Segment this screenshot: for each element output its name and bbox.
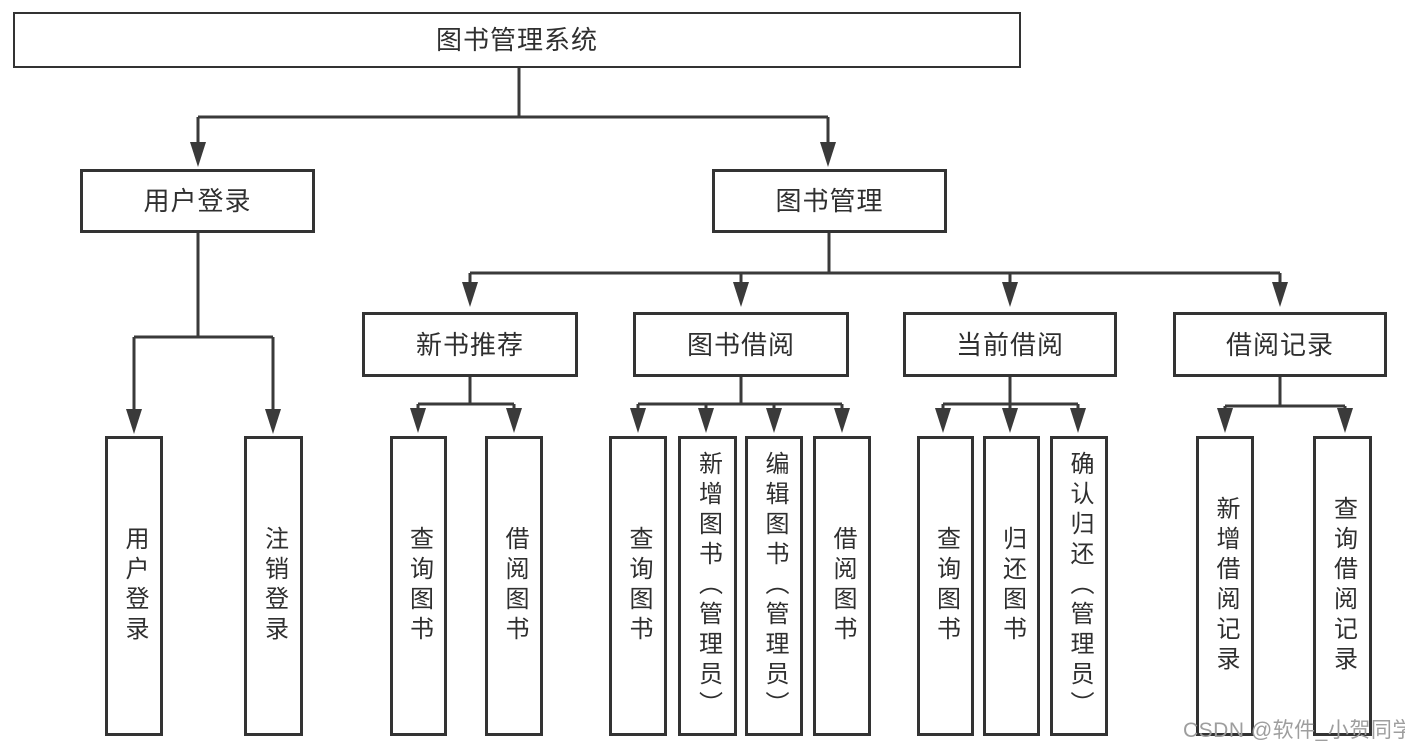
node-new-book-recommend: 新书推荐 [362, 312, 578, 377]
node-label-new-book-recommend: 新书推荐 [415, 329, 524, 360]
node-user-login-group: 用户登录 [80, 169, 315, 233]
leaf-borrow-book-2: 借阅图书 [813, 436, 871, 736]
node-label-borrow-record: 借阅记录 [1225, 329, 1334, 360]
leaf-borrow-book-1: 借阅图书 [485, 436, 543, 736]
node-book-borrow: 图书借阅 [633, 312, 849, 377]
leaf-label-user-login: 用户登录 [121, 526, 148, 646]
leaf-label-add-borrow-record: 新增借阅记录 [1212, 496, 1239, 676]
leaf-query-book-1: 查询图书 [390, 436, 447, 736]
leaf-label-query-book-3: 查询图书 [932, 526, 960, 646]
leaf-label-borrow-book-1: 借阅图书 [501, 526, 528, 646]
leaf-label-add-book-admin: 新增图书（管理员） [694, 451, 722, 721]
leaf-query-book-2: 查询图书 [609, 436, 667, 736]
leaf-logout: 注销登录 [244, 436, 303, 736]
leaf-confirm-return-admin: 确认归还（管理员） [1050, 436, 1108, 736]
node-label-user-login-group: 用户登录 [143, 186, 252, 216]
leaf-label-query-borrow-record: 查询借阅记录 [1329, 496, 1357, 676]
leaf-label-edit-book-admin: 编辑图书（管理员） [761, 451, 788, 721]
node-label-root: 图书管理系统 [435, 25, 598, 55]
leaf-label-return-book: 归还图书 [998, 526, 1026, 646]
leaf-label-query-book-1: 查询图书 [405, 526, 433, 646]
node-label-book-borrow: 图书借阅 [686, 329, 795, 360]
leaf-label-confirm-return-admin: 确认归还（管理员） [1066, 451, 1093, 721]
leaf-label-query-book-2: 查询图书 [625, 526, 652, 646]
leaf-label-borrow-book-2: 借阅图书 [829, 526, 856, 646]
leaf-label-logout: 注销登录 [260, 526, 288, 646]
leaf-query-book-3: 查询图书 [917, 436, 974, 736]
leaf-return-book: 归还图书 [983, 436, 1040, 736]
leaf-user-login: 用户登录 [105, 436, 163, 736]
leaf-add-book-admin: 新增图书（管理员） [678, 436, 737, 736]
node-library-management-system: 图书管理系统 [13, 12, 1021, 68]
node-label-current-borrow: 当前借阅 [955, 329, 1064, 360]
node-book-management: 图书管理 [712, 169, 947, 233]
leaf-query-borrow-record: 查询借阅记录 [1313, 436, 1372, 736]
watermark: CSDN @软件_小贺同学 [1183, 719, 1405, 742]
leaf-add-borrow-record: 新增借阅记录 [1196, 436, 1254, 736]
node-current-borrow: 当前借阅 [903, 312, 1117, 377]
leaf-edit-book-admin: 编辑图书（管理员） [745, 436, 803, 736]
node-label-book-management: 图书管理 [775, 186, 884, 216]
node-borrow-record: 借阅记录 [1173, 312, 1387, 377]
